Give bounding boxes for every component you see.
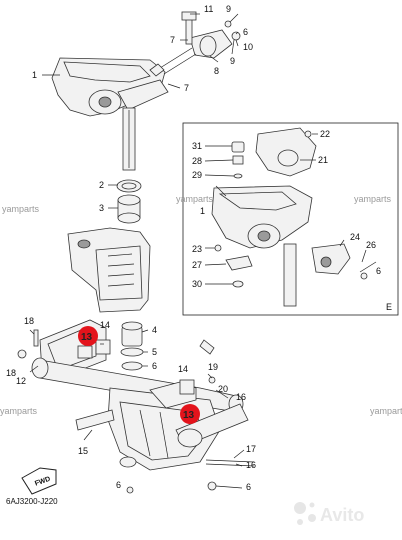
- callout-labels: 1 2 3 4 5 6 7 7 8 9 10 11 6 9 12 14 14 1…: [6, 4, 392, 492]
- callout-6-bottom: 6: [116, 480, 121, 490]
- callout-6: 6: [152, 361, 157, 371]
- upper-bracket-drawing: [51, 11, 241, 171]
- highlight-circle: [78, 326, 98, 346]
- watermark: yamparts: [370, 406, 402, 416]
- avito-logo: Avito: [294, 502, 364, 525]
- fwd-arrow: FWD: [21, 467, 57, 495]
- inset-callout-29: 29: [192, 170, 202, 180]
- watermark: yamparts: [176, 194, 214, 204]
- callout-17: 17: [246, 444, 256, 454]
- callout-12: 12: [16, 376, 26, 386]
- callout-5: 5: [152, 347, 157, 357]
- callout-2: 2: [99, 180, 104, 190]
- swivel-bracket-drawing: [67, 227, 151, 313]
- inset-callout-6: 6: [376, 266, 381, 276]
- highlight-marker-upper[interactable]: 13: [78, 326, 98, 346]
- callout-7: 7: [184, 83, 189, 93]
- inset-callout-31: 31: [192, 141, 202, 151]
- highlight-label: 13: [81, 332, 93, 343]
- steering-bushings-drawing: [116, 179, 142, 224]
- callout-18: 18: [24, 316, 34, 326]
- callout-3: 3: [99, 203, 104, 213]
- callout-20: 20: [218, 384, 228, 394]
- inset-callout-23: 23: [192, 244, 202, 254]
- tilt-tube-parts-drawing: [120, 321, 144, 371]
- inset-callout-26: 26: [366, 240, 376, 250]
- inset-callout-24: 24: [350, 232, 360, 242]
- callout-8: 8: [214, 66, 219, 76]
- avito-text: Avito: [320, 505, 364, 525]
- callout-6-upper: 6: [243, 27, 248, 37]
- callout-16-right: 16: [236, 392, 246, 402]
- inset-callout-30: 30: [192, 279, 202, 289]
- callout-14-upper: 14: [100, 320, 110, 330]
- callout-15: 15: [78, 446, 88, 456]
- callout-9-upper: 9: [226, 4, 231, 14]
- callout-1: 1: [32, 70, 37, 80]
- watermark: yamparts: [2, 204, 40, 214]
- callout-16: 16: [246, 460, 256, 470]
- highlight-label: 13: [183, 410, 195, 421]
- watermark: yamparts: [354, 194, 392, 204]
- callout-18-left: 18: [6, 368, 16, 378]
- highlight-circle: [180, 404, 200, 424]
- callout-9: 9: [230, 56, 235, 66]
- inset-callout-28: 28: [192, 156, 202, 166]
- callout-10: 10: [243, 42, 253, 52]
- callout-7-upper: 7: [170, 35, 175, 45]
- inset-callout-27: 27: [192, 260, 202, 270]
- callout-6-lower: 6: [246, 482, 251, 492]
- callout-11: 11: [204, 4, 213, 14]
- inset-box: [182, 122, 399, 316]
- inset-label-e: E: [386, 302, 392, 312]
- diagram-code: 6AJ3200-J220: [6, 497, 58, 506]
- callout-14-lower: 14: [178, 364, 188, 374]
- highlight-marker-lower[interactable]: 13: [180, 404, 200, 424]
- leader-lines: [29, 13, 367, 489]
- inset-callout-1: 1: [200, 206, 205, 216]
- callout-4: 4: [152, 325, 157, 335]
- inset-callout-21: 21: [318, 155, 328, 165]
- watermark: yamparts: [0, 406, 38, 416]
- callout-19: 19: [208, 362, 218, 372]
- inset-callout-22: 22: [320, 129, 330, 139]
- clamp-bracket-drawing: [17, 319, 255, 494]
